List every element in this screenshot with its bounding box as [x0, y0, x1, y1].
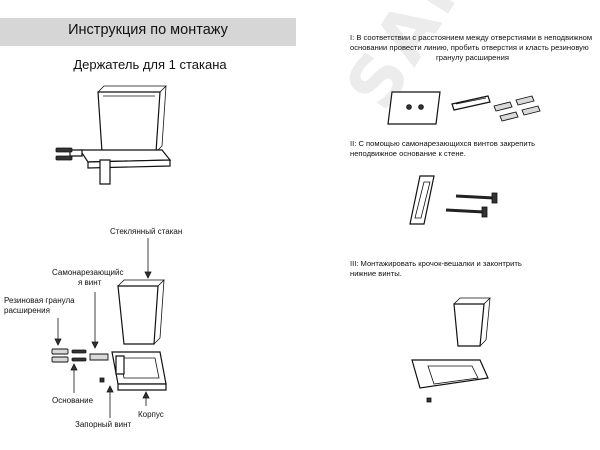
step2-text-line2: неподвижное основание к стене. [350, 149, 466, 158]
header-bar [0, 18, 296, 46]
exploded-glass [117, 279, 165, 345]
exploded-locking-screw [99, 377, 105, 383]
exploded-screws [71, 349, 87, 362]
screws-icon [445, 192, 498, 218]
product-subtitle: Держатель для 1 стакана [73, 57, 227, 72]
step2-illustration [409, 175, 498, 225]
step3-text-line2: нижние винты. [350, 269, 402, 278]
rubber-plugs-icon [493, 95, 541, 122]
exploded-rubber-plugs [51, 348, 69, 363]
label-base: Основание [52, 396, 94, 405]
step1-text-line2: основании провести линию, пробить отверс… [350, 43, 589, 52]
page-title: Инструкция по монтажу [68, 22, 228, 38]
step3-text-line1: III: Монтажировать крочок-вешалки и зако… [350, 259, 522, 268]
screws-top-view [55, 147, 73, 161]
step1-text-line1: I: В соответствии с расстоянием между от… [350, 33, 593, 42]
label-body: Корпус [138, 410, 164, 419]
label-rubber-line1: Резиновая гранула [4, 296, 75, 305]
step1-text-line3: гранулу расширения [436, 53, 509, 62]
exploded-base [89, 353, 109, 361]
label-rubber-line2: расширения [4, 306, 50, 315]
step3-illustration [411, 297, 491, 403]
label-screw-line1: Самонарезающийс [52, 268, 124, 277]
leader-lines [54, 238, 152, 418]
label-glass: Стеклянный стакан [110, 227, 183, 236]
holder-top-view [69, 149, 172, 185]
label-locking-screw: Запорный винт [75, 420, 132, 429]
step2-text-line1: II: С помощью самонарезающихся винтов за… [350, 139, 536, 148]
exploded-body [111, 351, 167, 391]
step1-illustration [387, 91, 541, 125]
label-screw-line2: я винт [78, 278, 102, 287]
